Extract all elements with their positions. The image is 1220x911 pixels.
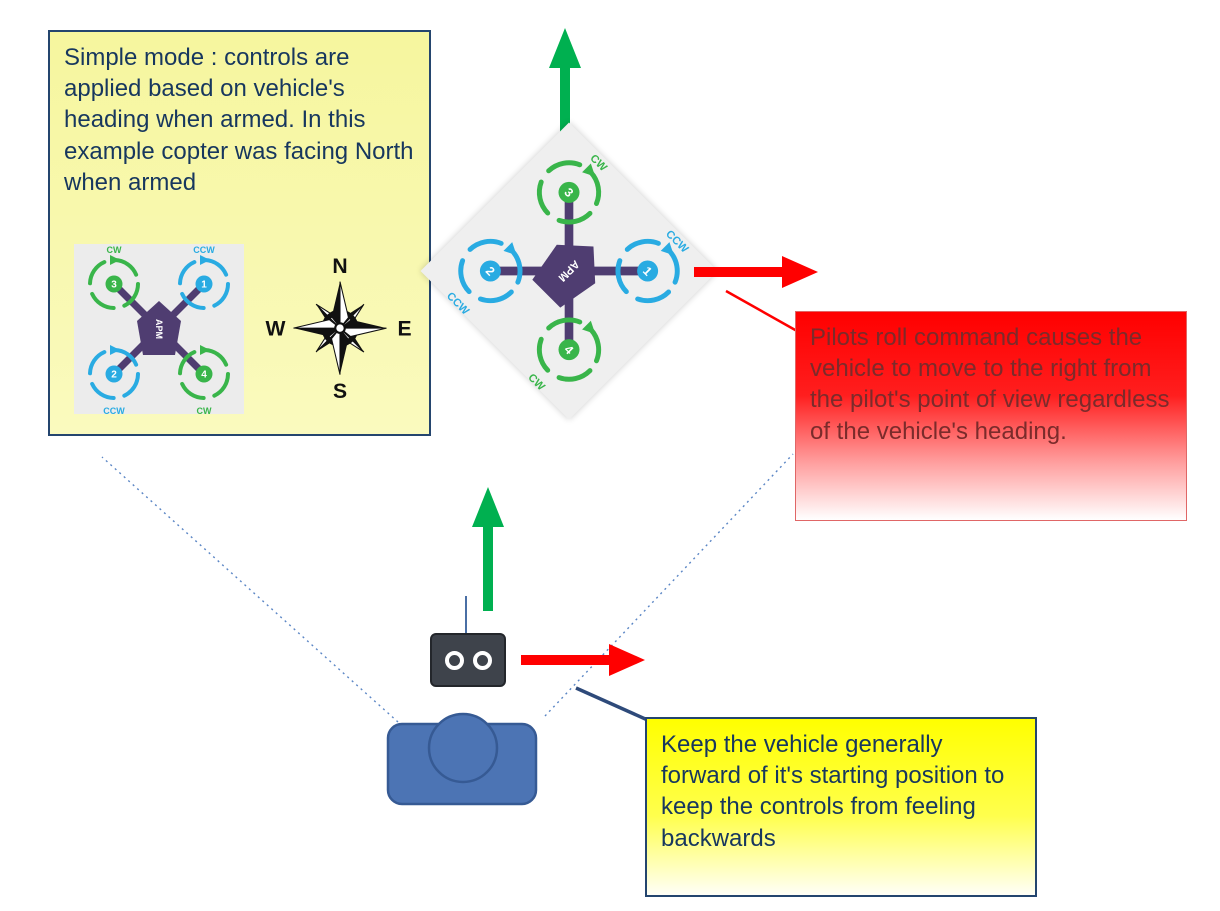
roll-note-pointer-line: [725, 289, 798, 333]
rc-transmitter: [430, 633, 506, 687]
svg-text:CW: CW: [107, 245, 122, 255]
keep-note-connector-line: [575, 686, 653, 724]
svg-text:CW: CW: [197, 406, 212, 416]
svg-text:2: 2: [111, 370, 117, 381]
pilot-head: [427, 712, 499, 784]
svg-text:CCW: CCW: [103, 406, 125, 416]
svg-text:APM: APM: [154, 319, 164, 339]
simple-mode-text: Simple mode : controls are applied based…: [64, 44, 414, 196]
roll-command-text: Pilots roll command causes the vehicle t…: [810, 324, 1170, 445]
svg-text:N: N: [332, 255, 347, 278]
svg-text:4: 4: [201, 370, 207, 381]
compass-rose: N S E W: [266, 252, 414, 403]
keep-forward-note: Keep the vehicle generally forward of it…: [645, 717, 1037, 897]
svg-text:E: E: [397, 318, 411, 341]
svg-text:CCW: CCW: [193, 245, 215, 255]
svg-text:S: S: [333, 380, 347, 403]
roll-command-note: Pilots roll command causes the vehicle t…: [795, 311, 1187, 521]
svg-text:3: 3: [111, 280, 117, 291]
simple-mode-note: Simple mode : controls are applied based…: [48, 30, 431, 436]
svg-text:1: 1: [201, 280, 207, 291]
pilot-forward-stick-arrow: [472, 487, 504, 611]
sight-line-right: [544, 453, 794, 717]
compass-rose-graphic: N S E W: [266, 255, 412, 403]
transmitter-stick-right: [472, 650, 492, 670]
transmitter-stick-left: [444, 650, 464, 670]
keep-forward-text: Keep the vehicle generally forward of it…: [661, 731, 1005, 852]
svg-text:W: W: [266, 318, 286, 341]
pilot-figure: [386, 712, 538, 806]
vehicle-roll-right-arrow: [694, 256, 818, 288]
sight-line-left: [101, 456, 399, 723]
pilot-roll-stick-arrow: [521, 644, 645, 676]
